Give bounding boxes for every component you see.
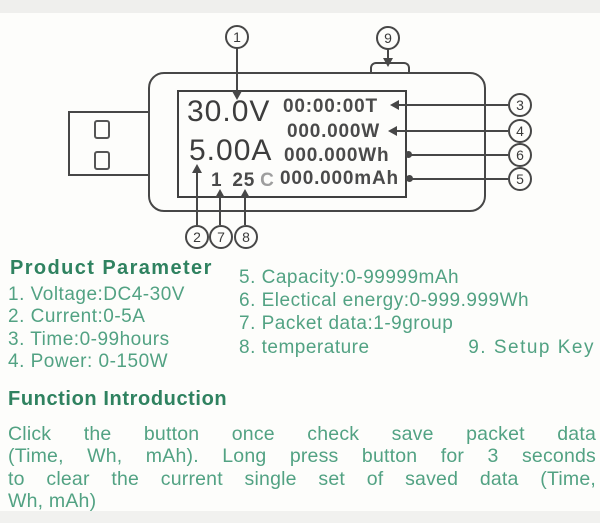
leader-line-4 [396, 130, 508, 132]
current-reading: 5.00A [189, 134, 273, 167]
callout-7-packet-data: 7 [209, 225, 233, 249]
list-item: 1. Voltage:DC4-30V [8, 284, 185, 305]
leader-line-5 [409, 178, 508, 180]
usb-contact-icon [94, 120, 110, 139]
packet-group-reading: 1 [211, 170, 223, 191]
dot-5-icon [406, 175, 413, 182]
voltage-reading: 30.0V [187, 95, 271, 128]
callout-2-current: 2 [185, 225, 209, 249]
arrowhead-1-icon [232, 91, 242, 100]
leader-line-3 [398, 104, 508, 106]
function-introduction-paragraph: Click the button once check save packet … [8, 423, 596, 513]
paragraph-line: to clear the current single set of saved… [8, 467, 596, 490]
energy-reading: 000.000Wh [284, 145, 390, 166]
product-parameter-title: Product Parameter [10, 257, 213, 279]
callout-3-time: 3 [508, 93, 532, 117]
leader-line-8 [244, 197, 246, 225]
leader-line-9 [387, 48, 389, 60]
paragraph-line: Click the button once check save packet … [8, 423, 596, 445]
list-item: 6. Electical energy:0-999.999Wh [239, 290, 530, 312]
leader-line-7 [219, 197, 221, 225]
callout-4-power: 4 [508, 119, 532, 143]
leader-line-1 [236, 47, 238, 93]
list-item: 4. Power: 0-150W [8, 351, 169, 373]
capacity-reading: 000.000mAh [280, 168, 399, 189]
arrowhead-7-icon [215, 189, 225, 198]
callout-1-voltage: 1 [225, 25, 249, 49]
list-item: 8. temperature 9. Setup Key [239, 336, 595, 359]
callout-6-energy: 6 [508, 143, 532, 167]
dot-6-icon [405, 151, 412, 158]
callout-9-setup-key: 9 [376, 26, 400, 50]
list-item: 3. Time:0-99hours [8, 328, 170, 350]
leader-line-2 [196, 172, 198, 225]
time-reading: 00:00:00T [283, 96, 378, 117]
arrowhead-8-icon [240, 189, 250, 198]
power-reading: 000.000W [287, 121, 381, 142]
function-introduction-title: Function Introduction [8, 388, 228, 410]
arrowhead-2-icon [192, 164, 202, 173]
paragraph-line: (Time, Wh, mAh). Long press button for 3… [8, 445, 596, 468]
usb-contact-icon [94, 151, 110, 170]
list-item: 7. Packet data:1-9group [239, 313, 454, 335]
setup-key-item: 9. Setup Key [468, 336, 595, 358]
parameter-list-right: 5. Capacity:0-99999mAh 6. Electical ener… [239, 266, 595, 359]
arrowhead-4-icon [388, 126, 397, 136]
list-item: 2. Current:0-5A [8, 306, 146, 328]
page-bottom-edge [0, 511, 600, 523]
usb-plug [68, 111, 162, 176]
callout-8-temperature: 8 [234, 225, 258, 249]
parameter-list-left: 1. Voltage:DC4-30V 2. Current:0-5A 3. Ti… [8, 284, 185, 374]
arrowhead-9-icon [383, 58, 393, 67]
leader-line-6 [408, 154, 508, 156]
list-item: 5. Capacity:0-99999mAh [239, 267, 460, 288]
lcd-screen [177, 90, 407, 198]
temperature-item: 8. temperature [239, 336, 370, 358]
arrowhead-3-icon [390, 100, 399, 110]
temperature-reading: 25 [232, 170, 256, 191]
paragraph-line: Wh, mAh) [8, 490, 97, 513]
callout-5-capacity: 5 [508, 167, 532, 191]
page-top-edge [0, 0, 600, 13]
temperature-unit: C [260, 170, 275, 191]
